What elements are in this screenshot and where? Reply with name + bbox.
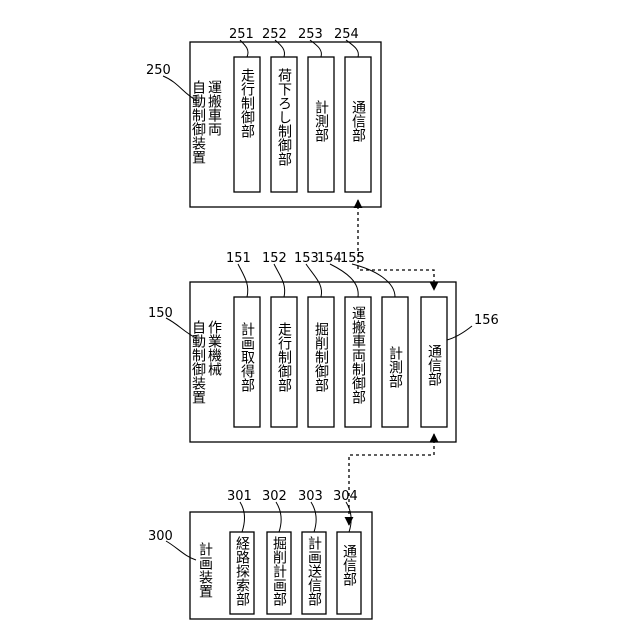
unit-156-label: 通信部 [426,344,442,386]
unit-254-label: 通信部 [350,100,366,142]
unit-154-label: 運搬車両制御部 [350,306,366,404]
link-254-156 [358,200,434,290]
unit-304-label: 通信部 [341,544,357,586]
ref-304: 304 [333,489,358,504]
ref-302: 302 [262,489,287,504]
unit-303-label: 計画送信部 [306,536,322,606]
unit-153-label: 掘削制御部 [313,322,329,392]
ref-150: 150 [148,306,173,321]
ref-303: 303 [298,489,323,504]
block-250: 250 運搬車両 自動制御装置 走行制御部 251 荷下ろし制御部 252 計測… [146,27,381,207]
unit-152-label: 走行制御部 [276,322,292,392]
ref-154: 154 [317,251,342,266]
block-300-title: 計画装置 [197,542,213,598]
unit-253-label: 計測部 [313,100,329,142]
ref-156: 156 [474,313,499,328]
block-250-title-1: 運搬車両 [206,80,222,136]
block-150: 150 作業機械 自動制御装置 計画取得部 151 走行制御部 152 掘削制御… [148,251,499,442]
unit-252-label: 荷下ろし制御部 [276,68,292,166]
unit-302-label: 掘削計画部 [271,536,287,606]
unit-301-label: 経路探索部 [234,536,250,606]
unit-155-label: 計測部 [387,346,403,388]
unit-151-label: 計画取得部 [239,322,255,392]
ref-301: 301 [227,489,252,504]
ref-151: 151 [226,251,251,266]
ref-152: 152 [262,251,287,266]
block-150-title-1: 作業機械 [206,320,222,376]
ref-252: 252 [262,27,287,42]
ref-251: 251 [229,27,254,42]
ref-250: 250 [146,63,171,78]
block-150-title-2: 自動制御装置 [190,320,206,404]
ref-300: 300 [148,529,173,544]
block-300: 300 計画装置 経路探索部 301 掘削計画部 302 計画送信部 303 通… [148,489,372,619]
unit-251-label: 走行制御部 [239,68,255,138]
block-250-title-2: 自動制御装置 [190,80,206,164]
